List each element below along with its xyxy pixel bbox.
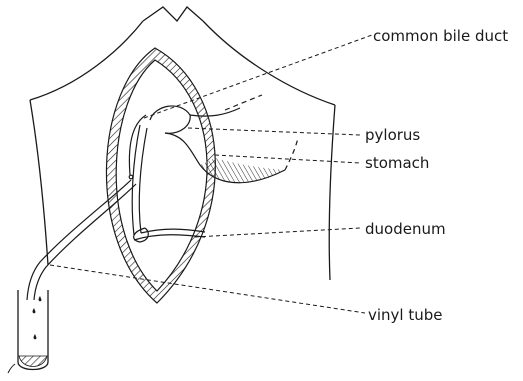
duodenum-bulb (134, 228, 149, 242)
drop-3 (34, 334, 37, 339)
drop-2 (33, 308, 36, 313)
pylorus-shape (150, 106, 190, 133)
leader-duodenum (195, 228, 360, 237)
label-common-bile-duct: common bile duct (373, 27, 508, 45)
labels: common bile duct pylorus stomach duodenu… (365, 27, 508, 324)
left-flank (30, 100, 48, 265)
duodenum-right-wall (139, 128, 147, 233)
label-pylorus: pylorus (365, 126, 420, 144)
tube-tip-mark (8, 364, 15, 373)
right-shoulder (203, 21, 335, 105)
drop-1 (39, 296, 42, 301)
test-tube-sediment (19, 356, 47, 367)
leader-vinyl-tube (50, 265, 365, 313)
torso-outline (30, 7, 335, 280)
label-vinyl-tube: vinyl tube (368, 306, 443, 324)
neck-notch (143, 7, 203, 21)
label-stomach: stomach (365, 154, 429, 172)
test-tube (8, 290, 48, 373)
duct-marker (129, 175, 133, 179)
incision-rim (106, 48, 215, 303)
leader-pylorus (188, 128, 360, 135)
leader-stomach (215, 155, 360, 163)
stomach-dashed-right (285, 138, 298, 170)
duodenum-left-wall (132, 125, 140, 235)
organs (129, 95, 298, 242)
incision (106, 48, 215, 303)
right-flank (329, 105, 335, 280)
stomach-dashed-upper (225, 95, 262, 110)
label-duodenum: duodenum (365, 220, 446, 238)
